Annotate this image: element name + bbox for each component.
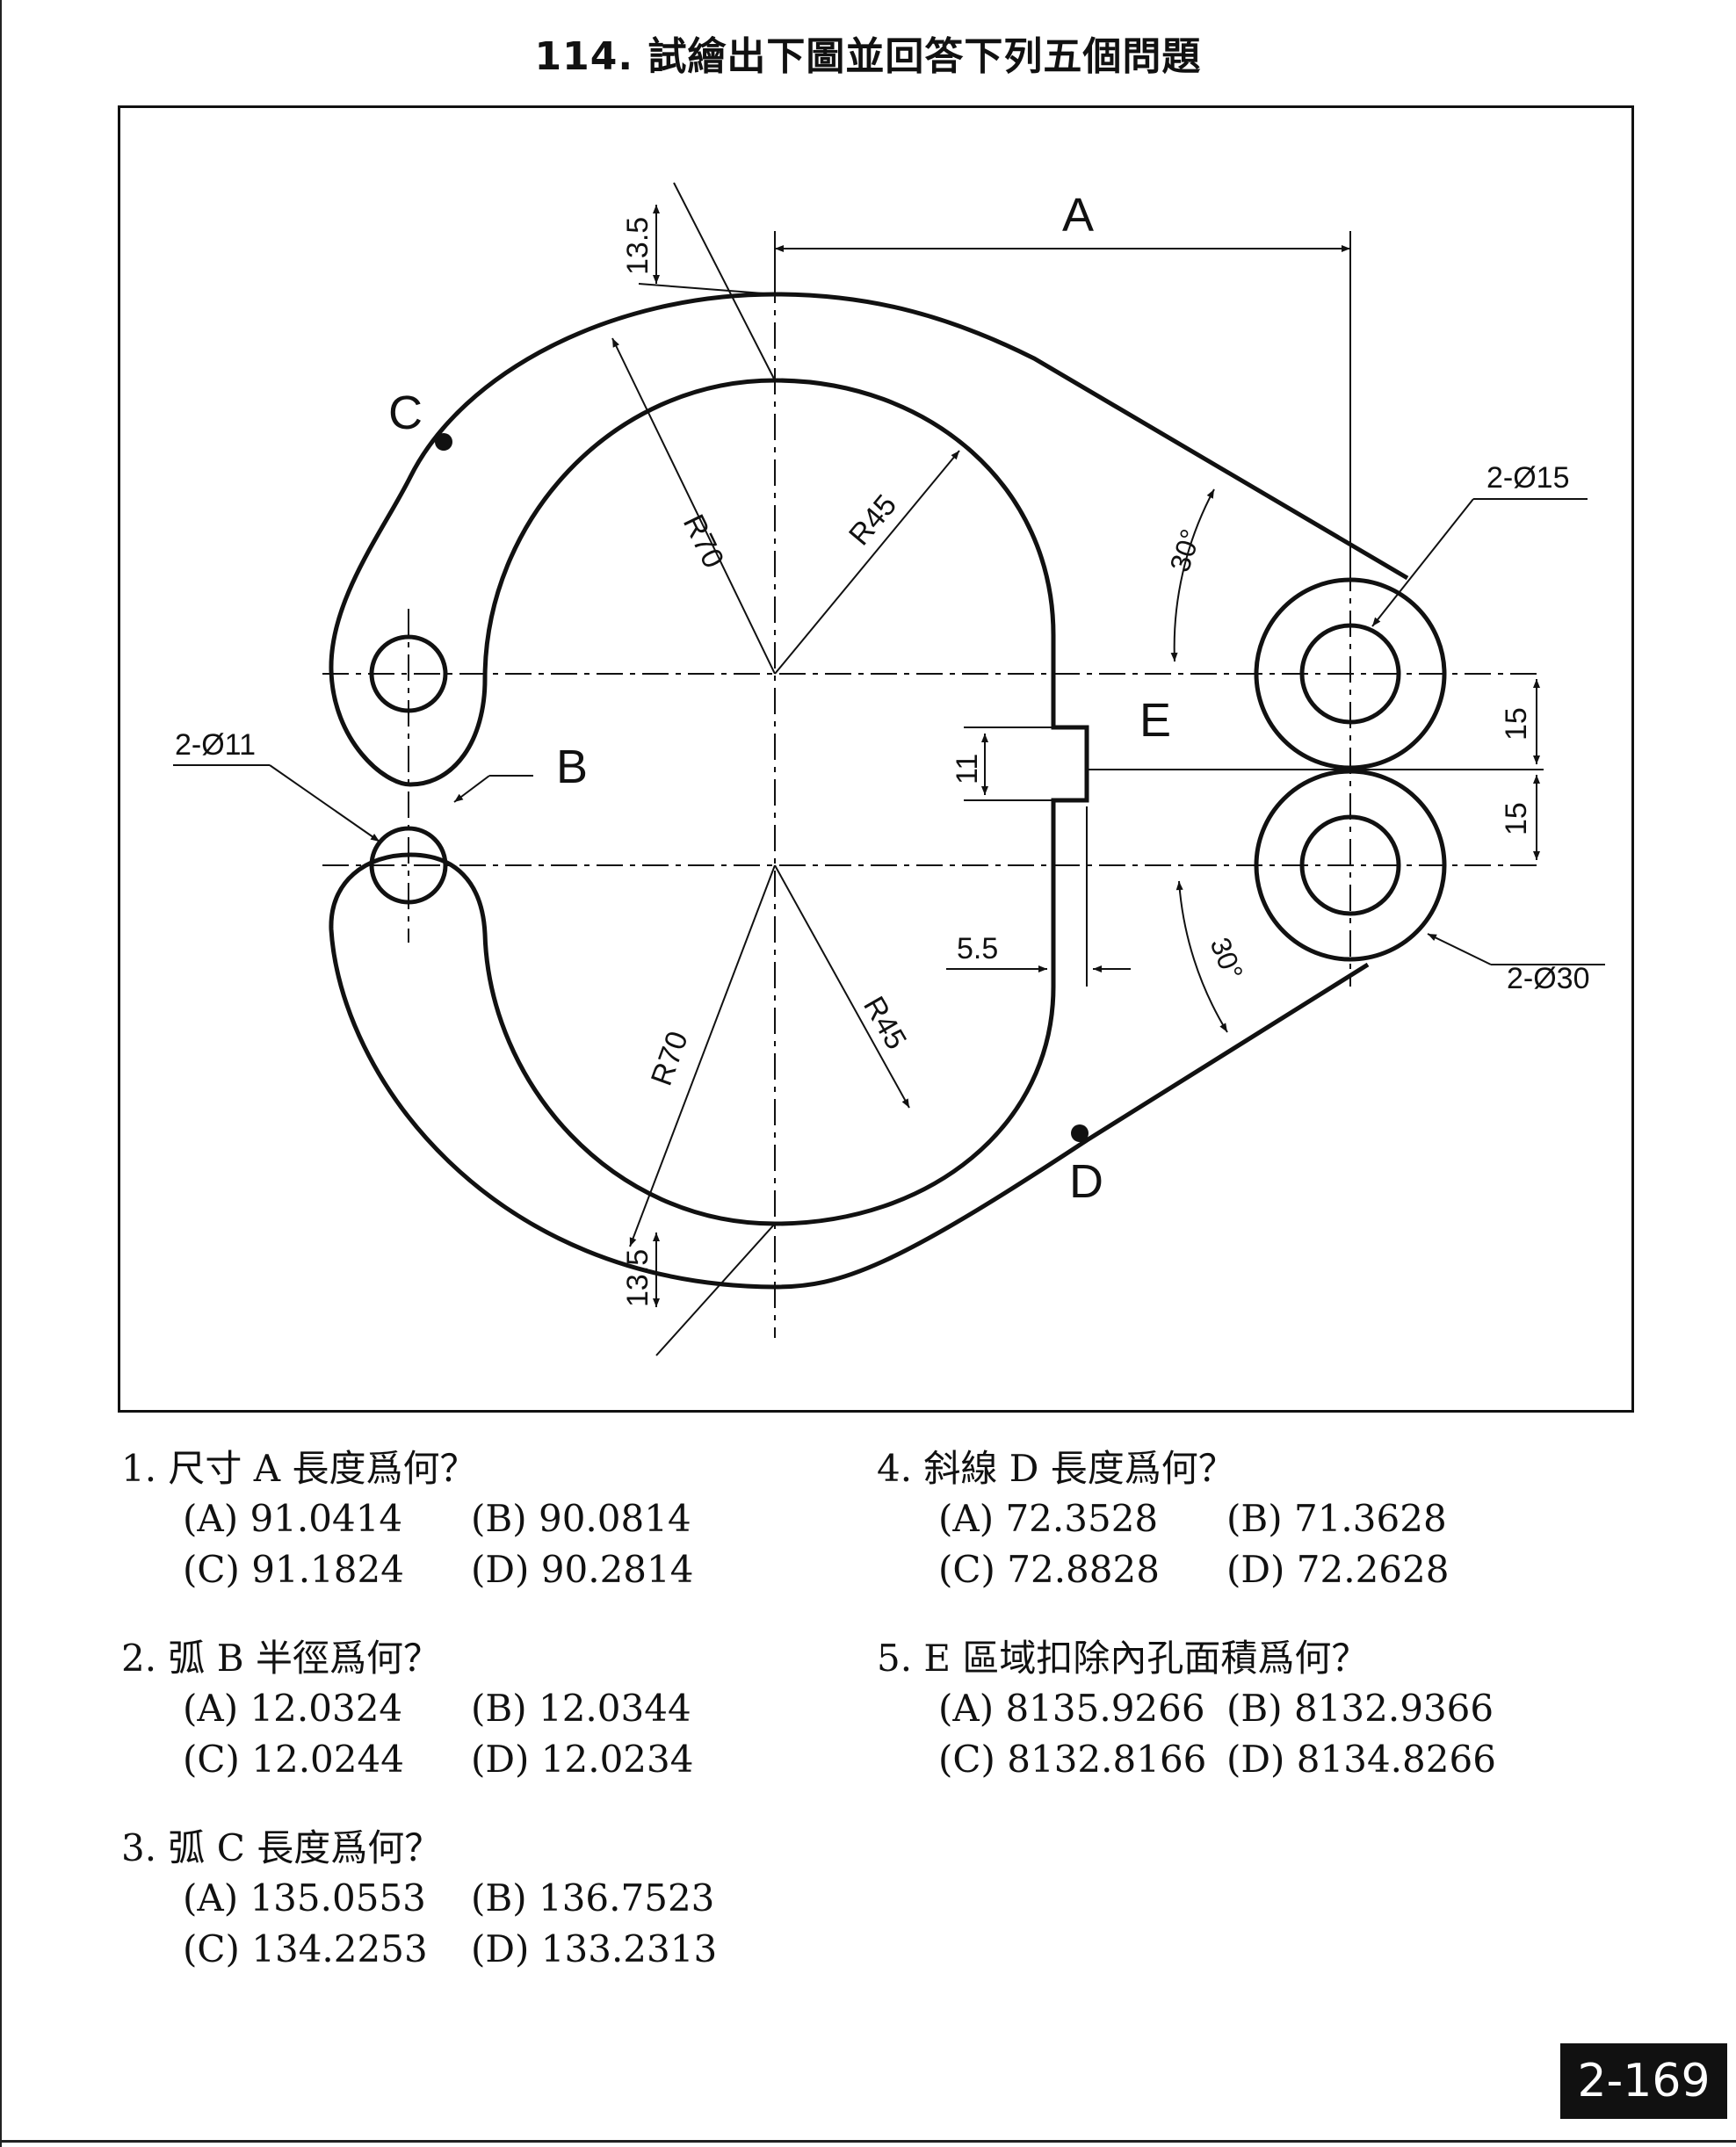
- point-c-marker: [435, 433, 452, 451]
- question-4-text: 4. 斜線 D 長度爲何？: [877, 1447, 1235, 1490]
- label-2-dia11: 2-Ø11: [175, 728, 256, 762]
- inner-r45-with-notch: [774, 378, 1089, 1226]
- question-3-option-b: (B) 136.7523: [471, 1876, 715, 1919]
- label-11: 11: [951, 754, 984, 784]
- label-5-5: 5.5: [957, 932, 998, 965]
- question-4-option-d: (D) 72.2628: [1226, 1548, 1450, 1591]
- label-r70-bottom: R70: [645, 1027, 695, 1090]
- question-4-option-b: (B) 71.3628: [1226, 1497, 1447, 1540]
- question-3-text: 3. 弧 C 長度爲何？: [121, 1826, 442, 1869]
- part-outline: [329, 292, 1447, 1290]
- question-1-option-b: (B) 90.0814: [471, 1497, 691, 1540]
- center-lines: [322, 231, 1544, 1338]
- label-c: C: [388, 387, 423, 439]
- label-15-lower: 15: [1500, 802, 1533, 835]
- question-1-option-c: (C) 91.1824: [183, 1548, 404, 1591]
- label-b: B: [556, 741, 588, 793]
- technical-drawing: A B C D E R70 R45 R70 R45 13.5 13.5 11 5…: [173, 182, 1605, 1356]
- label-30deg-upper: 30°: [1163, 525, 1206, 575]
- question-2-option-c: (C) 12.0244: [183, 1738, 404, 1781]
- upper-arc-c: [329, 292, 776, 787]
- question-1-option-a: (A) 91.0414: [183, 1497, 403, 1540]
- label-a: A: [1062, 189, 1094, 242]
- upper-small-hole: [369, 634, 448, 713]
- question-3-option-c: (C) 134.2253: [183, 1927, 428, 1970]
- question-2-text: 2. 弧 B 半徑爲何？: [121, 1637, 440, 1680]
- page-edge-bottom: [0, 2140, 1736, 2143]
- label-e: E: [1139, 694, 1171, 747]
- page-title: 114. 試繪出下圖並回答下列五個問題: [534, 34, 1202, 79]
- lower-boss-hole: [1299, 814, 1401, 916]
- page-number: 2-169: [1560, 2043, 1727, 2119]
- lower-arc-and-line-d: [329, 852, 1370, 1290]
- question-5-option-c: (C) 8132.8166: [938, 1738, 1207, 1781]
- question-4-option-c: (C) 72.8828: [938, 1548, 1160, 1591]
- question-5-option-d: (D) 8134.8266: [1226, 1738, 1496, 1781]
- label-15-upper: 15: [1500, 707, 1533, 741]
- question-1-text: 1. 尺寸 A 長度爲何？: [121, 1447, 477, 1490]
- question-2-option-d: (D) 12.0234: [471, 1738, 694, 1781]
- question-1-option-d: (D) 90.2814: [471, 1548, 694, 1591]
- drawing-frame: A B C D E R70 R45 R70 R45 13.5 13.5 11 5…: [118, 105, 1634, 1413]
- upper-boss-outer: [1254, 577, 1447, 770]
- question-5-option-a: (A) 8135.9266: [938, 1687, 1205, 1730]
- label-r45-top: R45: [843, 488, 903, 552]
- question-3-option-d: (D) 133.2313: [471, 1927, 718, 1970]
- lower-boss-outer: [1254, 769, 1447, 962]
- label-d: D: [1069, 1155, 1103, 1208]
- label-13-5-top: 13.5: [621, 217, 655, 275]
- label-2-dia30: 2-Ø30: [1507, 962, 1590, 995]
- drawing-labels: A B C D E R70 R45 R70 R45 13.5 13.5 11 5…: [175, 189, 1590, 1307]
- label-r45-bottom: R45: [857, 991, 913, 1055]
- upper-tangent-line: [774, 292, 1409, 581]
- question-3-option-a: (A) 135.0553: [183, 1876, 426, 1919]
- label-2-dia15: 2-Ø15: [1486, 461, 1570, 495]
- point-d-marker: [1071, 1124, 1089, 1142]
- dimension-lines: [173, 182, 1605, 1356]
- question-5-text: 5. E 區域扣除內孔面積爲何？: [877, 1637, 1369, 1680]
- question-2-option-a: (A) 12.0324: [183, 1687, 403, 1730]
- question-4-option-a: (A) 72.3528: [938, 1497, 1159, 1540]
- lower-small-hole: [369, 826, 448, 905]
- question-2-option-b: (B) 12.0344: [471, 1687, 691, 1730]
- label-30deg-lower: 30°: [1204, 933, 1250, 984]
- question-5-option-b: (B) 8132.9366: [1226, 1687, 1494, 1730]
- label-13-5-bottom: 13.5: [621, 1249, 655, 1307]
- page-edge-left: [0, 0, 2, 2147]
- upper-boss-hole: [1299, 623, 1401, 725]
